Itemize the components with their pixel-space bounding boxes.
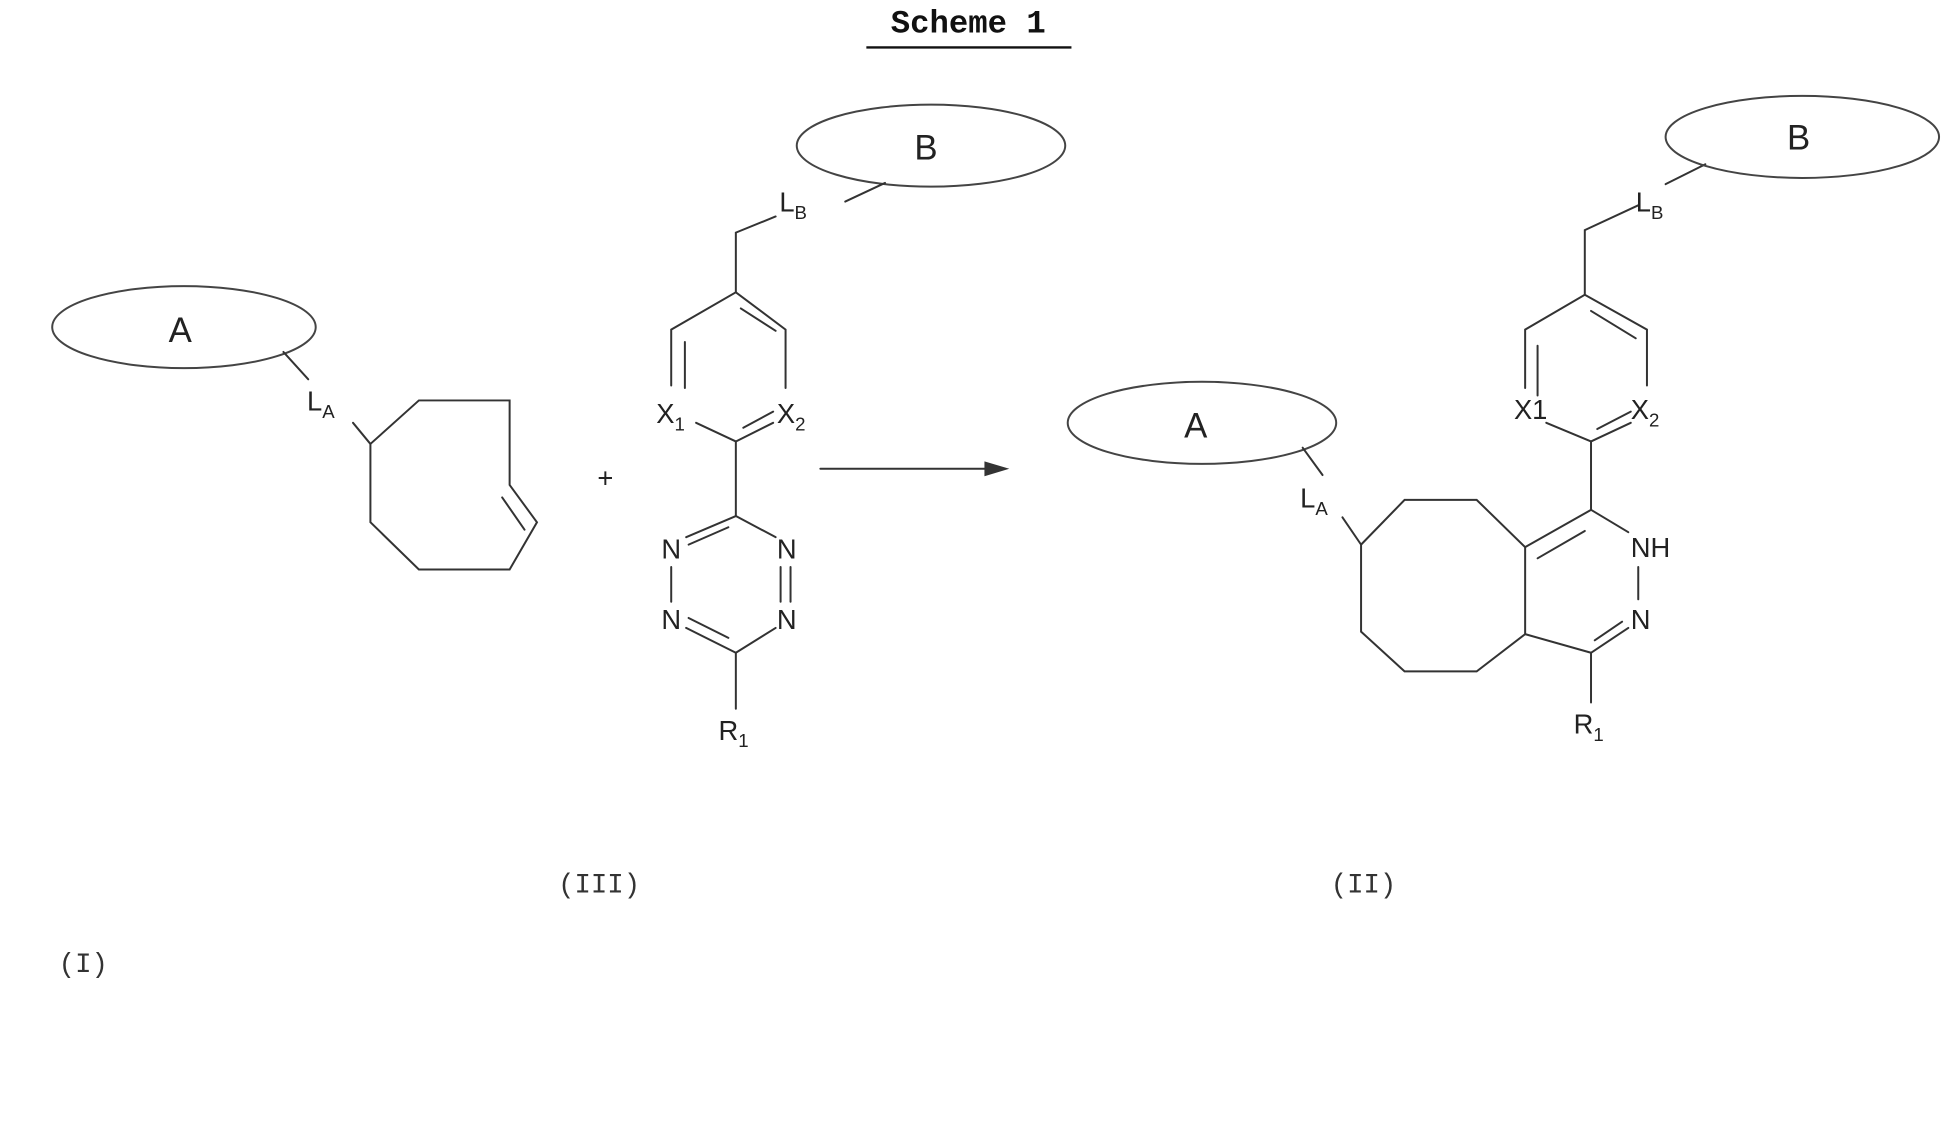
moiety-b-label: B xyxy=(1787,118,1810,157)
compound-iii: B LB X1 X2 N N N N R1 xyxy=(656,105,1065,752)
moiety-b-label: B xyxy=(914,128,937,167)
linker-b-label: LB xyxy=(1636,187,1664,223)
n-label: N xyxy=(661,533,681,564)
linker-a-label: LA xyxy=(307,385,335,421)
nh-label: NH xyxy=(1631,532,1670,563)
n-label: N xyxy=(661,604,681,635)
n-label: N xyxy=(1631,604,1651,635)
r1-label: R1 xyxy=(718,715,748,751)
linker-a-label: LA xyxy=(1300,482,1328,518)
scheme-title: Scheme 1 xyxy=(891,6,1046,43)
plus-sign: + xyxy=(597,462,613,493)
n-label: N xyxy=(777,533,797,564)
compound-label-iii: (III) xyxy=(558,871,640,902)
compound-label-ii: (II) xyxy=(1331,871,1397,902)
x1-label: X1 xyxy=(656,398,685,434)
cyclooctane-ring xyxy=(1361,500,1525,672)
compound-ii: A LA NH N R1 X1 X2 LB B xyxy=(1068,96,1939,745)
moiety-a-label: A xyxy=(1184,407,1208,446)
compound-i: A LA xyxy=(52,286,537,569)
reaction-arrow xyxy=(820,461,1009,476)
n-label: N xyxy=(777,604,797,635)
compound-label-i: (I) xyxy=(59,950,108,981)
cyclooctene-ring xyxy=(370,400,537,569)
r1-label: R1 xyxy=(1574,709,1604,745)
linker-b-label: LB xyxy=(779,187,807,223)
x1-label: X1 xyxy=(1514,394,1547,425)
moiety-a-label: A xyxy=(169,311,193,350)
x2-label: X2 xyxy=(1631,394,1660,430)
x2-label: X2 xyxy=(777,398,806,434)
